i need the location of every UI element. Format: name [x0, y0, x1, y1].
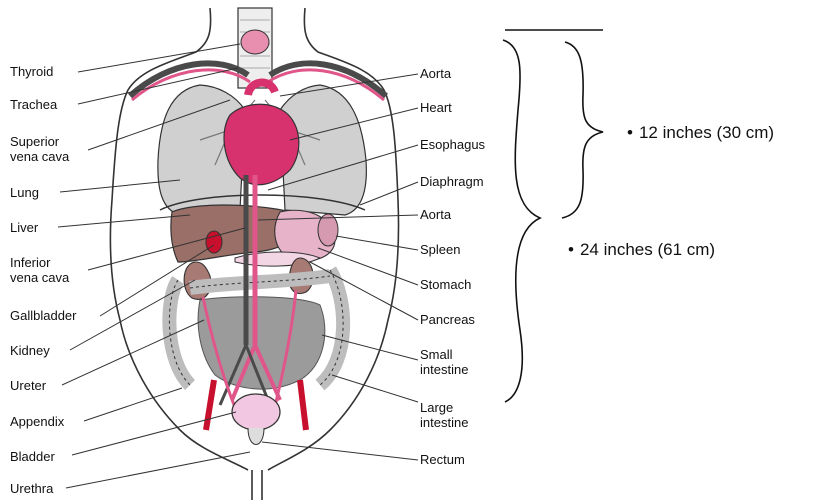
label-esophagus: Esophagus: [420, 138, 485, 151]
label-aorta-upper: Aorta: [420, 67, 451, 80]
bladder-shape: [232, 394, 280, 430]
heart-shape: [224, 104, 299, 184]
label-kidney: Kidney: [10, 344, 50, 357]
label-thyroid: Thyroid: [10, 65, 53, 78]
label-diaphragm: Diaphragm: [420, 175, 484, 188]
label-pancreas: Pancreas: [420, 313, 475, 326]
label-urethra: Urethra: [10, 482, 53, 495]
label-trachea: Trachea: [10, 98, 57, 111]
measurement-lower-text: 24 inches (61 cm): [580, 240, 715, 259]
label-spleen: Spleen: [420, 243, 460, 256]
measurement-upper: • 12 inches (30 cm): [627, 124, 774, 142]
label-inferior-vena-cava: Inferior vena cava: [10, 255, 69, 285]
label-heart: Heart: [420, 101, 452, 114]
label-bladder: Bladder: [10, 450, 55, 463]
bullet-icon: •: [568, 241, 574, 259]
label-rectum: Rectum: [420, 453, 465, 466]
label-aorta-lower: Aorta: [420, 208, 451, 221]
small-brace: [562, 42, 603, 218]
bullet-icon: •: [627, 124, 633, 142]
label-stomach: Stomach: [420, 278, 471, 291]
label-small-intestine: Small intestine: [420, 347, 468, 377]
label-large-intestine: Large intestine: [420, 400, 468, 430]
measurement-lower: • 24 inches (61 cm): [568, 241, 715, 259]
small-intestine-shape: [198, 297, 325, 389]
label-lung: Lung: [10, 186, 39, 199]
label-ureter: Ureter: [10, 379, 46, 392]
measurement-upper-text: 12 inches (30 cm): [639, 123, 774, 142]
label-gallbladder: Gallbladder: [10, 309, 77, 322]
label-liver: Liver: [10, 221, 38, 234]
label-appendix: Appendix: [10, 415, 64, 428]
large-brace: [503, 40, 540, 402]
label-superior-vena-cava: Superior vena cava: [10, 134, 69, 164]
